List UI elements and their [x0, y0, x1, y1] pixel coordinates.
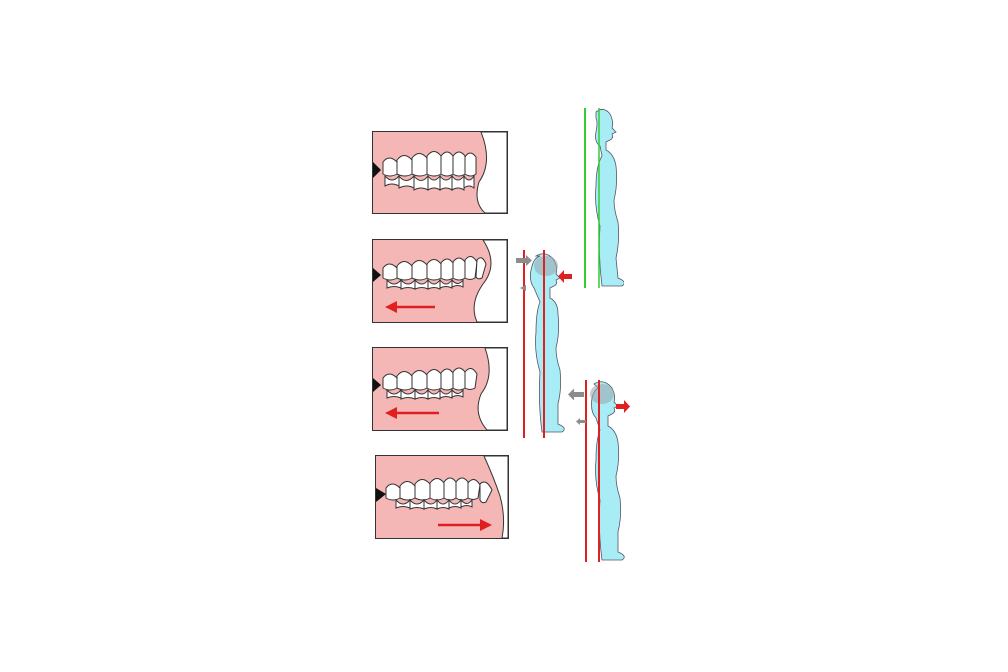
dental-occlusion-illustration — [373, 240, 507, 322]
arrow-left-red-icon — [558, 270, 572, 283]
arrow-left-small-grey-icon — [576, 418, 586, 425]
head-shading — [534, 256, 558, 276]
dental-occlusion-illustration — [373, 348, 507, 430]
arrow-left-grey-icon — [568, 388, 584, 401]
neutral-posture-figure — [584, 108, 624, 288]
head-shading — [590, 384, 614, 404]
dental-occlusion-illustration — [373, 132, 507, 213]
backward-head-posture-figure — [568, 380, 630, 562]
arrow-small-grey-icon — [520, 285, 526, 291]
dental-panel-shift-forward — [375, 455, 509, 539]
arrow-left-icon — [385, 301, 435, 313]
arrow-right-red-icon — [616, 400, 630, 413]
forward-head-posture-figure — [516, 250, 572, 438]
dental-panel-shift-back-2 — [372, 347, 508, 431]
arrow-right-grey-icon — [516, 255, 532, 266]
dental-panel-shift-back-1 — [372, 239, 508, 323]
arrow-right-icon — [438, 519, 492, 531]
dental-panel-normal — [372, 131, 508, 214]
dental-occlusion-illustration — [376, 456, 508, 538]
arrow-left-icon — [385, 407, 439, 419]
